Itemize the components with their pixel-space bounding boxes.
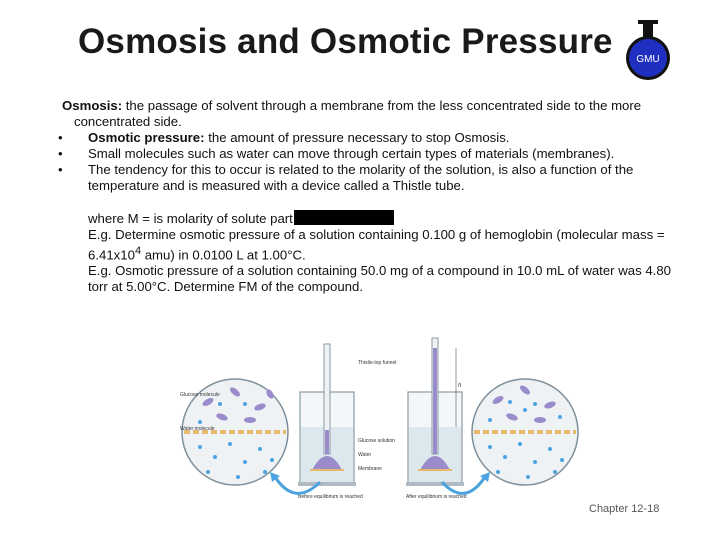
slide-title: Osmosis and Osmotic Pressure (78, 22, 613, 61)
example-1-exponent: 4 (134, 245, 142, 257)
slide-body: Osmosis: the passage of solvent through … (58, 98, 682, 295)
example-2: E.g. Osmotic pressure of a solution cont… (88, 263, 672, 295)
label-water: Water (358, 452, 371, 458)
left-beaker (298, 343, 356, 486)
definition-text: the passage of solvent through a membran… (74, 98, 642, 129)
right-arrow (440, 476, 487, 495)
bullet-item: • The tendency for this to occur is relat… (58, 162, 682, 194)
where-text: where M = is molarity of solute part (88, 211, 293, 226)
logo-text: GMU (636, 54, 659, 65)
left-arrow (273, 476, 322, 495)
osmosis-figure: Glucose molecule Water molecule Thistle-… (180, 337, 579, 500)
bullet-list: • Osmotic pressure: the amount of pressur… (58, 130, 682, 194)
bullet-marker: • (58, 162, 63, 177)
label-glucose-solution: Glucose solution (358, 438, 395, 444)
slide-footer: Chapter 12-18 (589, 503, 660, 515)
label-thistle-funnel: Thistle-top funnel (358, 360, 396, 366)
bullet-text: The tendency for this to occur is relate… (88, 162, 634, 193)
bullet-marker: • (58, 130, 63, 145)
left-magnified-circle (181, 378, 289, 486)
bullet-text: Small molecules such as water can move t… (88, 146, 615, 161)
right-beaker (406, 337, 464, 486)
label-h: h (458, 383, 462, 389)
bullet-item: • Osmotic pressure: the amount of pressur… (58, 130, 682, 146)
where-line: where M = is molarity of solute part (62, 210, 682, 227)
bullet-bold: Osmotic pressure: (88, 130, 205, 145)
label-before-equilibrium: Before equilibrium is reached (298, 494, 363, 500)
example-1: E.g. Determine osmotic pressure of a sol… (62, 227, 682, 263)
label-after-equilibrium: After equilibrium is reached (406, 494, 467, 500)
definition-term: Osmosis: (62, 98, 123, 113)
example-1-text: E.g. Determine osmotic pressure of a sol… (88, 227, 665, 263)
example-1-text-end: amu) in 0.0100 L at 1.00°C. (141, 247, 306, 263)
gmu-flask-logo: GMU (626, 20, 670, 80)
osmosis-definition: Osmosis: the passage of solvent through … (62, 98, 682, 130)
right-magnified-circle (471, 378, 579, 486)
bullet-marker: • (58, 146, 63, 161)
label-membrane: Membrane (358, 466, 382, 472)
label-water-molecule: Water molecule (180, 426, 215, 432)
label-glucose-molecule: Glucose molecule (180, 392, 220, 398)
bullet-text: the amount of pressure necessary to stop… (204, 130, 510, 145)
redaction-box (293, 210, 394, 225)
bullet-item: • Small molecules such as water can move … (58, 146, 682, 162)
